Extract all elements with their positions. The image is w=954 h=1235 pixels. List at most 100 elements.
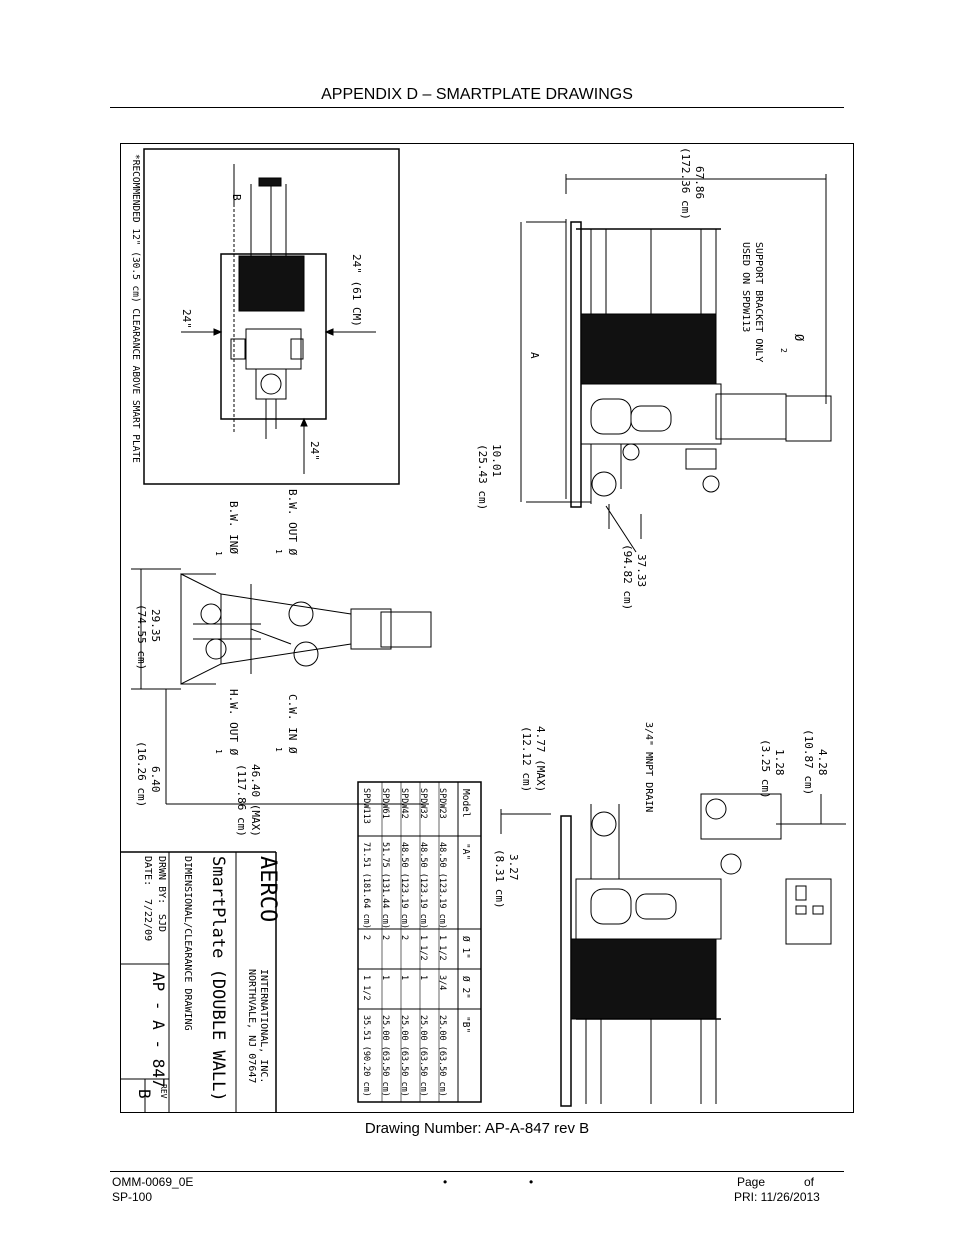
dim-overall-length: 67.86 — [693, 166, 706, 199]
table-cell: 1 — [418, 975, 428, 980]
table-cell: 1 1/2 — [361, 975, 371, 1001]
cw-in-subscript: 1 — [274, 747, 283, 752]
table-cell: 1 1/2 — [437, 935, 447, 961]
company-logo-text: AERCO — [255, 856, 280, 922]
drawing-caption: Drawing Number: AP-A-847 rev B — [364, 1120, 590, 1137]
dim-46-40-cm: (117.86 cm) — [235, 764, 248, 837]
table-header-cell: Ø 2" — [460, 976, 471, 999]
cw-in-label: C.W. IN Ø — [286, 694, 299, 754]
dim-1-28-cm: (3.25 cm) — [759, 739, 772, 799]
support-bracket-note-1: SUPPORT BRACKET ONLY — [753, 242, 764, 362]
clearance-plan-drawing — [181, 164, 376, 474]
bw-in-subscript: 1 — [214, 551, 223, 556]
table-cell: SPDW113 — [361, 788, 371, 824]
table-cell: 25.00 (63.50 cm) — [380, 1015, 390, 1097]
footer-pri-date: PRI: 11/26/2013 — [734, 1190, 820, 1204]
table-cell: 1 — [399, 975, 409, 980]
date-label: DATE: — [142, 856, 153, 886]
rev-label: REV — [159, 1084, 168, 1099]
footer-bullet-1: • — [443, 1175, 448, 1189]
table-cell: 25.00 (63.50 cm) — [399, 1015, 409, 1097]
footer-bullet-2: • — [529, 1175, 534, 1189]
dim-10-01: 10.01 — [490, 444, 503, 477]
table-cell: 2 — [361, 935, 371, 940]
clearance-24-bottom: 24" — [308, 441, 321, 461]
side-elevation-drawing — [520, 174, 832, 553]
table-cell: 25.00 (63.50 cm) — [418, 1015, 428, 1097]
product-title: SmartPlate (DOUBLE WALL) — [208, 856, 228, 1102]
table-cell: 48.50 (123.19 cm) — [418, 842, 428, 929]
table-header-cell: "B" — [460, 1016, 471, 1033]
dim-37-33-cm: (94.82 cm) — [621, 544, 634, 610]
date-value: 7/22/09 — [142, 899, 153, 941]
engineering-drawing: 24" (61 CM) 24" 24" B *RECOMMENDED 12" (… — [120, 143, 854, 1113]
support-bracket-note-2: USED ON SPDW113 — [740, 242, 751, 332]
table-cell: 2 — [399, 935, 409, 940]
drawn-by-label: DRWN BY: — [156, 856, 167, 904]
table-cell: SPDW23 — [437, 788, 447, 819]
drawing-canvas: 24" (61 CM) 24" 24" B *RECOMMENDED 12" (… — [121, 147, 846, 1112]
rev-value: B — [135, 1089, 154, 1099]
clearance-24-left: 24" — [180, 309, 193, 329]
hw-out-subscript: 1 — [214, 749, 223, 754]
rear-elevation-drawing — [500, 793, 846, 1107]
table-cell: 25.00 (63.50 cm) — [437, 1015, 447, 1097]
footer-doc-id: OMM-0069_0E — [112, 1175, 194, 1189]
phi2-subscript: 2 — [779, 348, 788, 353]
drawing-number: AP - A - 847 — [149, 972, 168, 1088]
dimension-a-label: A — [528, 352, 541, 359]
dim-3-27-cm: (8.31 cm) — [493, 849, 506, 909]
clearance-note: *RECOMMENDED 12" (30.5 cm) CLEARANCE ABO… — [130, 154, 141, 463]
footer-product: SP-100 — [112, 1190, 153, 1204]
table-cell: 71.51 (181.64 cm) — [361, 842, 371, 929]
table-cell: 48.50 (123.19 cm) — [399, 842, 409, 929]
dim-37-33: 37.33 — [635, 554, 648, 587]
table-header-cell: "A" — [460, 843, 471, 860]
drawn-by-value: SJD — [156, 914, 167, 932]
dim-6-40-cm: (16.26 cm) — [135, 741, 148, 807]
table-cell: SPDW32 — [418, 788, 428, 819]
dim-4-77-cm: (12.12 cm) — [520, 726, 533, 792]
model-table: Model "A" Ø 1" Ø 2" "B" SPDW23 48.50 (123.19 c… — [357, 781, 482, 1103]
bw-in-label: B.W. INØ — [227, 501, 240, 554]
dim-10-01-cm: (25.43 cm) — [476, 444, 489, 510]
dimension-b-label: B — [230, 194, 243, 201]
title-block — [121, 851, 277, 1112]
dim-4-77: 4.77 (MAX) — [534, 726, 547, 792]
footer-of-label: of — [804, 1175, 815, 1189]
table-cell: 35.51 (90.20 cm) — [361, 1015, 371, 1097]
drawing-subtitle: DIMENSIONAL/CLEARANCE DRAWING — [182, 856, 193, 1031]
table-cell: SPDW61 — [380, 788, 390, 819]
hw-out-label: H.W. OUT Ø — [227, 689, 240, 756]
header-divider — [110, 107, 844, 108]
table-cell: SPDW42 — [399, 788, 409, 819]
dim-29-35: 29.35 — [149, 609, 162, 642]
table-cell: 1 — [380, 975, 390, 980]
page-header-title: APPENDIX D – SMARTPLATE DRAWINGS — [321, 86, 633, 103]
clearance-24-61: 24" (61 CM) — [350, 254, 363, 327]
table-cell: 2 — [380, 935, 390, 940]
dim-4-28-cm: (10.87 cm) — [802, 729, 815, 795]
dim-46-40: 46.40 (MAX) — [249, 764, 262, 837]
company-line-2: NORTHVALE, NJ 07647 — [246, 969, 257, 1083]
footer-divider — [110, 1171, 844, 1172]
table-header-cell: Ø 1" — [460, 936, 471, 959]
table-header-cell: Model — [460, 789, 471, 818]
clearance-view-frame — [143, 148, 400, 485]
dim-1-28: 1.28 — [773, 749, 786, 776]
footer-page-label: Page — [737, 1175, 766, 1189]
dim-3-27: 3.27 — [507, 854, 520, 881]
company-line-1: INTERNATIONAL, INC. — [258, 969, 269, 1083]
table-cell: 1 1/2 — [418, 935, 428, 961]
table-cell: 48.50 (123.19 cm) — [437, 842, 447, 929]
dim-overall-length-cm: (172.36 cm) — [679, 147, 692, 220]
dim-29-35-cm: (74.55 cm) — [135, 604, 148, 670]
drain-label: 3/4" MNPT DRAIN — [643, 722, 654, 812]
table-cell: 51.75 (131.44 cm) — [380, 842, 390, 929]
front-view-drawing — [131, 568, 432, 805]
dim-4-28: 4.28 — [816, 749, 829, 776]
bw-out-subscript: 1 — [274, 549, 283, 554]
dim-6-40: 6.40 — [149, 766, 162, 793]
bw-out-label: B.W. OUT Ø — [286, 489, 299, 556]
table-cell: 3/4 — [437, 975, 447, 990]
